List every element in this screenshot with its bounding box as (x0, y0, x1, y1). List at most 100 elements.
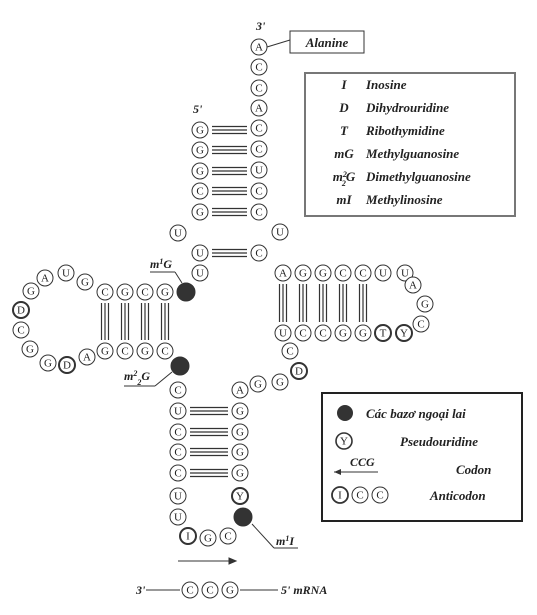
direction-arrow-head (228, 557, 238, 565)
base-letter: G (236, 468, 244, 480)
base-letter: C (17, 325, 24, 337)
d-arm-base: U (57, 264, 75, 282)
base-letter: C (255, 144, 262, 156)
base-letter: G (44, 358, 52, 370)
m1G-modified-base (176, 282, 196, 302)
anticodon-stem-base: A (231, 381, 249, 399)
acceptor-5prime-base: G (191, 121, 209, 139)
m22G-modified-base (170, 356, 190, 376)
anticodon-stem-base: C (169, 443, 187, 461)
base-letter: G (254, 379, 262, 391)
variable-loop-base: C (281, 342, 299, 360)
base-letter: C (359, 268, 366, 280)
d-arm-base: A (36, 269, 54, 287)
anticodon-stem-base: G (231, 443, 249, 461)
base-pair-bonds (100, 125, 368, 478)
d-arm-base: G (136, 342, 154, 360)
t-arm-base: G (294, 264, 312, 282)
base-letter: C (101, 287, 108, 299)
anticodon-stem-base: G (249, 375, 267, 393)
base-letter: C (174, 447, 181, 459)
t-arm-base: C (294, 324, 312, 342)
base-letter: Y (236, 491, 244, 503)
base-letter: G (319, 268, 327, 280)
acceptor-5prime-base: G (191, 203, 209, 221)
base-letter: A (83, 352, 91, 364)
base-letter: U (62, 268, 70, 280)
base-letter: U (174, 491, 182, 503)
anticodon-stem-base: Y (231, 487, 249, 505)
m1i-label: m1I (276, 534, 295, 549)
base-letter: U (196, 268, 204, 280)
anticodon-stem-base: C (169, 423, 187, 441)
legend-symbol: mI (336, 192, 352, 207)
base-letter: G (226, 585, 234, 597)
t-arm-base: C (354, 264, 372, 282)
base-letter: G (359, 328, 367, 340)
d-arm-base: C (156, 342, 174, 360)
t-arm-base: U (396, 264, 414, 282)
acceptor-5prime-base: U (191, 244, 209, 262)
base-letter: U (174, 512, 182, 524)
base-letter: A (255, 42, 263, 54)
d-loop-base: G (22, 282, 40, 300)
base-letter: G (196, 207, 204, 219)
legend-anticodon-base (351, 486, 369, 504)
legend-symbol: I (340, 77, 347, 92)
mrna-three-prime-label: 3' (135, 583, 146, 597)
mrna-codon-base: C (181, 581, 199, 599)
label-pointer (174, 271, 183, 284)
acceptor-3prime-base: C (250, 140, 268, 158)
base-letter: G (339, 328, 347, 340)
base-letter: C (206, 585, 213, 597)
t-arm-base: U (274, 324, 292, 342)
anticodon-stem-base: G (231, 464, 249, 482)
d-arm-base: C (116, 342, 134, 360)
base-letter: C (339, 268, 346, 280)
mrna-five-prime-label: 5' mRNA (281, 583, 327, 597)
base-letter: C (141, 287, 148, 299)
d-arm-base: C (136, 283, 154, 301)
m1I-modified-base (233, 507, 253, 527)
base-letter: I (186, 531, 190, 543)
base-letter: G (27, 286, 35, 298)
base-letter: D (17, 305, 25, 317)
legend-psi-symbol (335, 432, 353, 450)
mrna-codon-base: G (221, 581, 239, 599)
base-letter: C (255, 207, 262, 219)
base-letter: C (174, 468, 181, 480)
base-letter: A (236, 385, 244, 397)
base-letter: U (401, 268, 409, 280)
t-arm-base: G (354, 324, 372, 342)
acceptor-3prime-base: A (250, 38, 268, 56)
d-loop-base: D (58, 356, 76, 374)
base-letter: C (224, 531, 231, 543)
legend-name: Inosine (365, 77, 407, 92)
d-loop-base: D (12, 301, 30, 319)
connector-lines (124, 30, 365, 591)
t-loop-base: G (416, 295, 434, 313)
legend-anticodon-base (331, 486, 349, 504)
base-letter: C (174, 385, 181, 397)
acceptor-5prime-base: G (191, 162, 209, 180)
base-letter: C (121, 346, 128, 358)
base-letter: C (186, 585, 193, 597)
base-letter: G (236, 427, 244, 439)
acceptor-5prime-base: G (191, 141, 209, 159)
d-arm-base: G (156, 283, 174, 301)
base-letter: C (299, 328, 306, 340)
t-arm-base: C (314, 324, 332, 342)
base-letter: U (196, 248, 204, 260)
t-arm-base: U (374, 264, 392, 282)
base-letter: G (236, 406, 244, 418)
variable-loop-base: D (290, 362, 308, 380)
three-prime-label: 3' (255, 19, 266, 33)
base-letter: G (204, 533, 212, 545)
acceptor-5prime-base: U (169, 224, 187, 242)
acceptor-3prime-base: U (271, 223, 289, 241)
anticodon-stem-base: U (169, 487, 187, 505)
